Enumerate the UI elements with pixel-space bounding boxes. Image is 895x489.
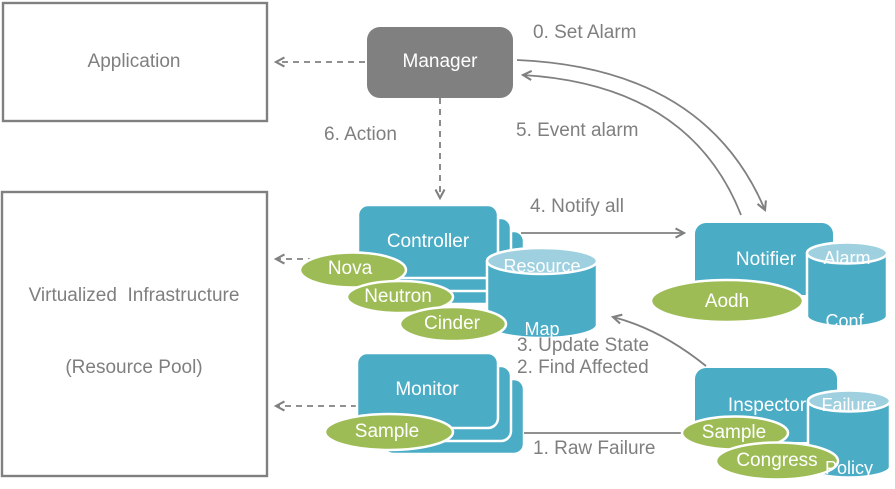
alarm-conf-label: Alarm Conf. bbox=[823, 206, 870, 374]
arrow-event-alarm-notifier-to-manager bbox=[520, 70, 742, 216]
step-6-action-label: 6. Action bbox=[324, 124, 397, 145]
nova-label: Nova bbox=[327, 258, 373, 279]
arrow-set-alarm-manager-to-notifier bbox=[516, 59, 767, 213]
resource-map-line2: Map bbox=[524, 319, 560, 339]
inspector-label: Inspector bbox=[727, 395, 807, 416]
resource-map-line1: Resource bbox=[503, 256, 581, 276]
step-1-raw-failure-label: 1. Raw Failure bbox=[533, 438, 656, 459]
application-label: Application bbox=[87, 51, 181, 72]
failure-policy-top bbox=[806, 389, 892, 413]
alarm-conf-line1: Alarm bbox=[823, 248, 871, 268]
failure-policy-line2: Policy bbox=[824, 458, 873, 478]
virtualized-infrastructure-line2: (Resource Pool) bbox=[65, 357, 203, 378]
resource-map-top bbox=[485, 246, 599, 276]
failure-policy-label: Failure Policy bbox=[821, 353, 876, 489]
congress-label: Congress bbox=[736, 450, 818, 471]
manager-label: Manager bbox=[402, 51, 478, 72]
application-box bbox=[1, 1, 269, 123]
step-0-set-alarm-label: 0. Set Alarm bbox=[533, 22, 637, 43]
controller-label: Controller bbox=[386, 231, 470, 252]
notifier-box bbox=[695, 223, 833, 295]
alarm-conf-cylinder bbox=[805, 241, 889, 328]
cinder-label: Cinder bbox=[424, 313, 480, 334]
neutron-ellipse bbox=[345, 279, 455, 315]
aodh-label: Aodh bbox=[704, 291, 750, 312]
congress-ellipse bbox=[714, 441, 840, 481]
virtualized-infrastructure-line1: Virtualized Infrastructure bbox=[28, 285, 240, 306]
step-2-find-affected-label: 2. Find Affected bbox=[517, 357, 649, 378]
resource-map-label: Resource Map bbox=[503, 214, 580, 382]
cinder-ellipse bbox=[398, 305, 508, 343]
virtualized-infrastructure-box bbox=[0, 190, 269, 478]
inspector-sample-label: Sample bbox=[701, 422, 767, 443]
alarm-conf-top bbox=[805, 241, 889, 265]
virtualized-infrastructure-label: Virtualized Infrastructure (Resource Poo… bbox=[29, 236, 240, 428]
monitor-label: Monitor bbox=[395, 379, 459, 400]
resource-map-cylinder bbox=[485, 246, 599, 340]
monitor-sample-label: Sample bbox=[354, 421, 420, 442]
step-4-notify-all-label: 4. Notify all bbox=[530, 196, 624, 217]
nova-ellipse bbox=[298, 251, 408, 289]
monitor-sample-ellipse bbox=[323, 412, 455, 452]
aodh-ellipse bbox=[649, 278, 805, 324]
step-3-update-state-label: 3. Update State bbox=[517, 335, 650, 356]
failure-policy-line1: Failure bbox=[821, 395, 877, 415]
alarm-conf-line2: Conf. bbox=[825, 311, 869, 331]
manager-box bbox=[367, 27, 513, 98]
neutron-label: Neutron bbox=[364, 286, 432, 307]
notifier-label: Notifier bbox=[735, 249, 797, 270]
step-5-event-alarm-label: 5. Event alarm bbox=[516, 120, 639, 141]
arrow-update-state-inspector-to-resource-map bbox=[610, 313, 707, 367]
